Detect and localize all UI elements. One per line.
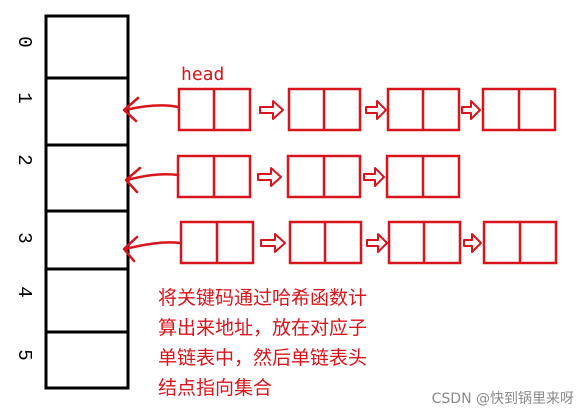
array-slot-0 xyxy=(44,14,130,80)
next-arrow-icon xyxy=(463,233,482,253)
head-arrow-slot-2 xyxy=(124,166,180,194)
next-arrows xyxy=(257,100,482,253)
chain-row-3 xyxy=(179,220,558,265)
caption-line: 将关键码通过哈希函数计 xyxy=(158,287,368,309)
caption-line: 结点指向集合 xyxy=(158,377,273,399)
caption-line: 单链表中，然后单链表头 xyxy=(158,347,368,369)
array-index-4: 4 xyxy=(13,286,35,298)
array-slot-1 xyxy=(44,76,130,147)
next-arrow-icon xyxy=(461,100,481,120)
array-slot-5 xyxy=(44,330,130,390)
watermark: CSDN @快到锅里来呀 xyxy=(431,391,574,407)
next-arrow-icon xyxy=(259,100,284,120)
next-arrow-icon xyxy=(365,100,387,120)
next-arrow-icon xyxy=(366,233,388,253)
array-index-0: 0 xyxy=(13,36,35,48)
next-arrow-icon xyxy=(260,233,286,253)
array-index-5: 5 xyxy=(13,349,35,361)
array-index-2: 2 xyxy=(13,154,35,166)
array-slot-2 xyxy=(44,143,130,213)
head-arrow-slot-1 xyxy=(122,96,180,123)
head-arrows xyxy=(122,96,182,263)
hash-array xyxy=(44,14,130,390)
next-arrow-icon xyxy=(257,167,282,187)
array-index-3: 3 xyxy=(13,232,35,244)
caption: 将关键码通过哈希函数计 算出来地址，放在对应子 单链表中，然后单链表头 结点指向… xyxy=(158,283,448,403)
chain-row-2 xyxy=(176,154,461,199)
array-slot-4 xyxy=(44,267,130,334)
caption-line: 算出来地址，放在对应子 xyxy=(158,317,368,339)
head-arrow-slot-3 xyxy=(122,235,182,263)
next-arrow-icon xyxy=(363,167,385,187)
linked-list-nodes xyxy=(176,87,558,265)
array-slot-3 xyxy=(44,209,130,271)
chain-row-1 xyxy=(177,87,557,132)
array-index-1: 1 xyxy=(13,92,35,104)
head-label: head xyxy=(181,64,225,85)
